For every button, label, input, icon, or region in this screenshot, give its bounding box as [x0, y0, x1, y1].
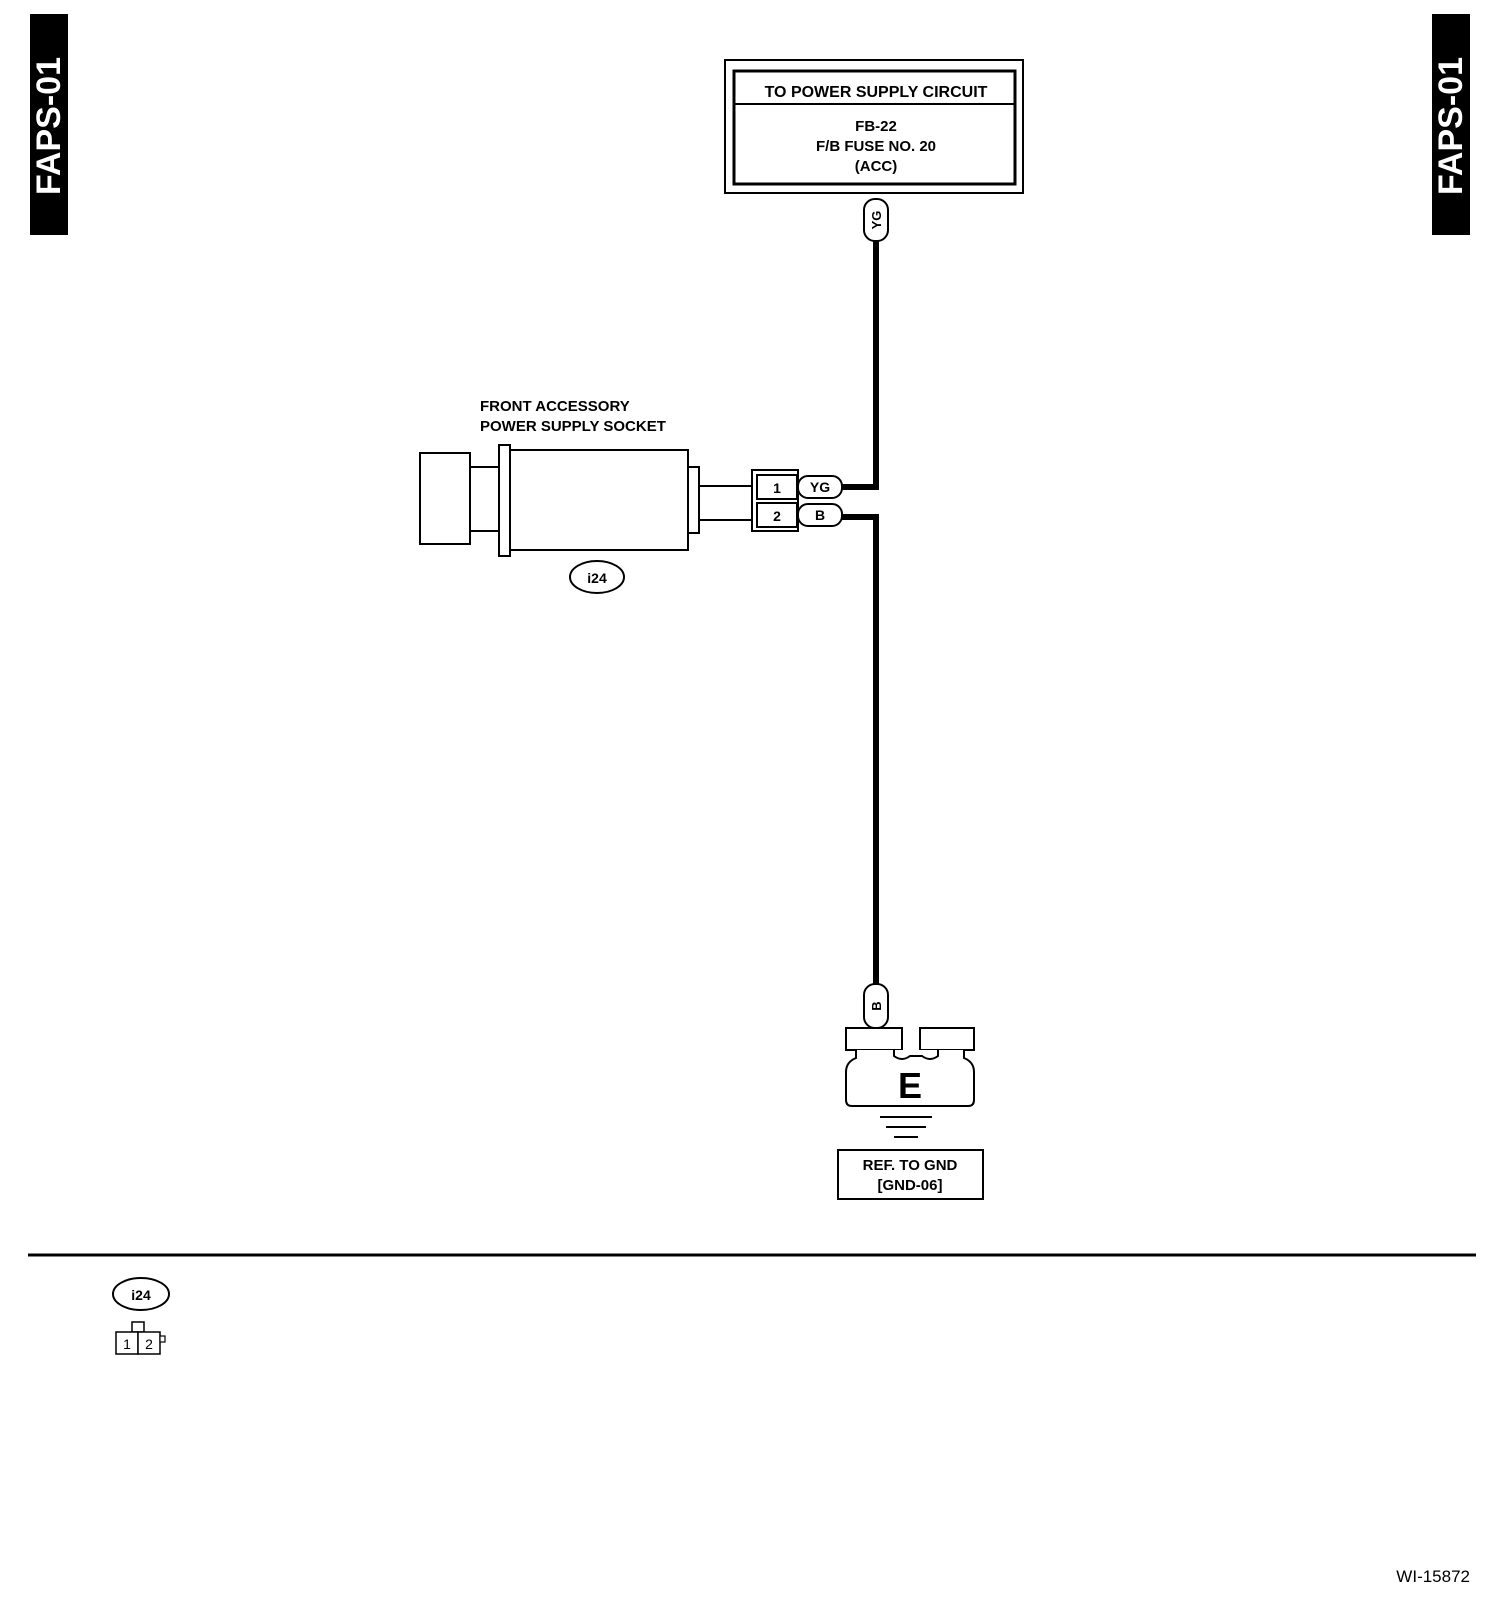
connector-pin-1: 1 — [773, 480, 781, 496]
legend-connector-id: i24 — [131, 1287, 151, 1303]
socket-title-line2: POWER SUPPLY SOCKET — [480, 418, 666, 435]
power-box-line2: F/B FUSE NO. 20 — [816, 138, 936, 155]
ground-ref-line2: [GND-06] — [877, 1177, 942, 1194]
socket-body — [419, 444, 752, 557]
ground-symbol-icon — [880, 1116, 932, 1138]
legend-connector-badge: i24 — [112, 1277, 170, 1311]
power-box-line1: FB-22 — [855, 118, 897, 135]
ground-reference-box: REF. TO GND [GND-06] — [837, 1149, 984, 1200]
socket-connector: 1 2 — [751, 469, 799, 532]
wire-yg: YG — [842, 198, 889, 490]
wire-b-label-bottom: B — [869, 1001, 884, 1010]
power-box-line3: (ACC) — [855, 158, 898, 175]
ground-ref-line1: REF. TO GND — [863, 1157, 958, 1174]
pin-wire-labels: YG B — [797, 475, 843, 527]
page-code-left-label: FAPS-01 — [30, 57, 68, 195]
pin-2-wire-label: B — [815, 507, 825, 523]
power-box-header: TO POWER SUPPLY CIRCUIT — [765, 84, 988, 101]
page-code-right-label: FAPS-01 — [1432, 57, 1470, 195]
wire-b: B — [842, 514, 889, 1029]
power-supply-box: TO POWER SUPPLY CIRCUIT FB-22 F/B FUSE N… — [724, 59, 1024, 194]
connector-pin-2: 2 — [773, 508, 781, 524]
wire-yg-label-top: YG — [869, 211, 884, 230]
connector-id-label: i24 — [587, 570, 607, 586]
ground-letter: E — [898, 1065, 922, 1106]
pin-1-wire-label: YG — [810, 479, 830, 495]
socket-title-line1: FRONT ACCESSORY — [480, 398, 630, 415]
figure-id: WI-15872 — [1396, 1567, 1470, 1586]
legend-connector-face: 1 2 — [115, 1321, 166, 1355]
ground-terminal: E — [845, 1027, 975, 1107]
page-code-left: FAPS-01 — [30, 14, 68, 235]
page-code-right: FAPS-01 — [1432, 14, 1470, 235]
legend-pin-2: 2 — [145, 1336, 153, 1352]
legend-pin-1: 1 — [123, 1336, 131, 1352]
connector-id-badge: i24 — [569, 560, 625, 594]
